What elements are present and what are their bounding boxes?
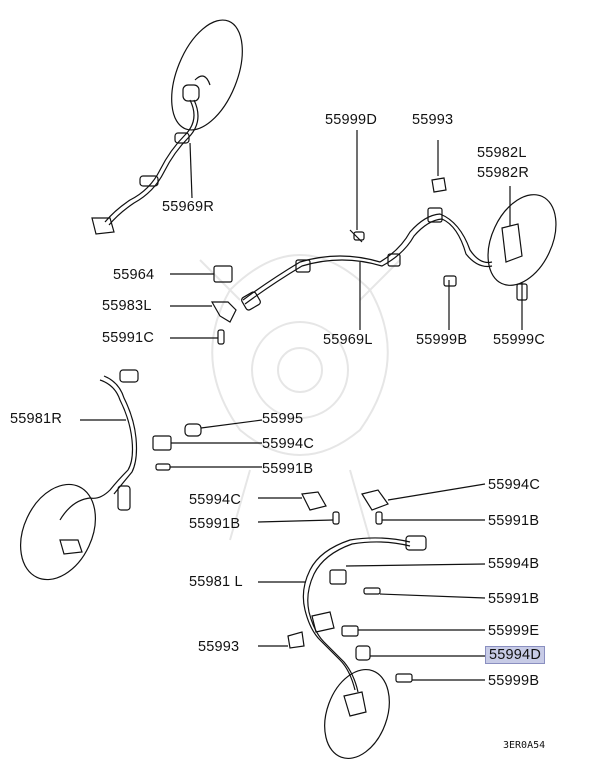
harness-55969l — [241, 130, 493, 330]
harness-55981r — [20, 369, 139, 581]
label-55991b-a: 55991B — [262, 461, 314, 477]
diagram-code: 3ER0A54 — [503, 740, 546, 751]
label-55981r: 55981R — [10, 411, 62, 427]
label-55969l: 55969L — [323, 332, 373, 348]
label-55982l: 55982L — [477, 145, 527, 161]
watermark — [199, 254, 401, 541]
label-55999b-top: 55999B — [416, 332, 468, 348]
label-55999b-bottom: 55999B — [488, 673, 540, 689]
label-55981l: 55981 L — [189, 574, 243, 590]
label-55995: 55995 — [262, 411, 304, 427]
label-55983l: 55983L — [102, 298, 152, 314]
label-55991b-d: 55991B — [488, 591, 540, 607]
label-55999d: 55999D — [325, 112, 377, 128]
harness-55969r — [91, 19, 243, 235]
label-55994b: 55994B — [488, 556, 540, 572]
label-55999c: 55999C — [493, 332, 545, 348]
label-55999e: 55999E — [488, 623, 540, 639]
label-55993-top: 55993 — [412, 112, 454, 128]
label-55991b-b: 55991B — [189, 516, 241, 532]
clips-left — [170, 265, 237, 345]
clips-middle — [152, 419, 486, 525]
label-55991b-c: 55991B — [488, 513, 540, 529]
label-55994c-c: 55994C — [488, 477, 540, 493]
label-55964: 55964 — [113, 267, 155, 283]
label-55994d-highlighted[interactable]: 55994D — [485, 646, 545, 664]
label-55991c: 55991C — [102, 330, 154, 346]
label-55994c-a: 55994C — [262, 436, 314, 452]
label-55982r: 55982R — [477, 165, 529, 181]
harness-55981l — [258, 535, 486, 760]
label-55993-bottom: 55993 — [198, 639, 240, 655]
label-55969r: 55969R — [162, 199, 214, 215]
label-55994c-b: 55994C — [189, 492, 241, 508]
bracket-55982 — [443, 186, 557, 330]
